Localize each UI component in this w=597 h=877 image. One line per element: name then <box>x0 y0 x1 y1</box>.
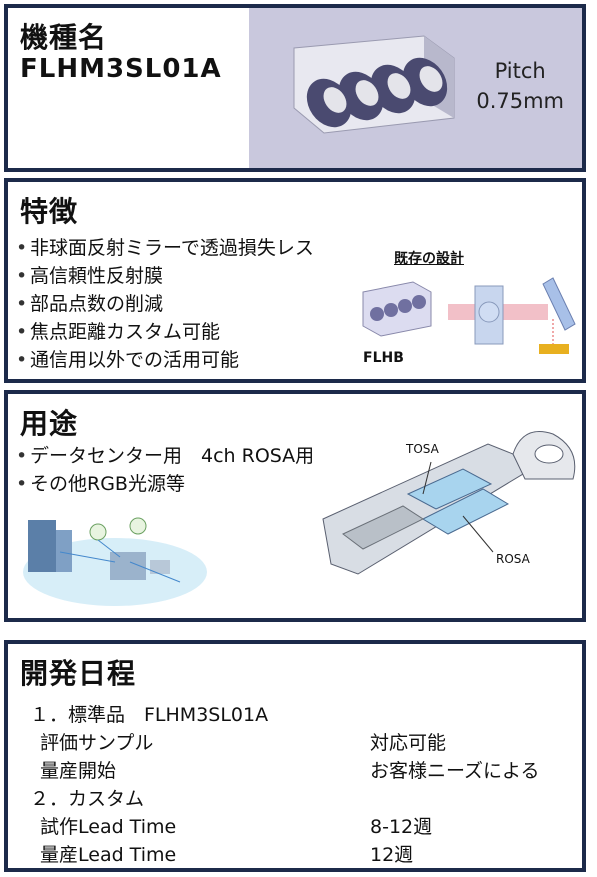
transceiver-module-image <box>322 431 576 575</box>
feature-item: 高信頼性反射膜 <box>16 262 314 290</box>
pitch-label: Pitch <box>494 59 546 83</box>
flhb-label: FLHB <box>363 350 404 366</box>
application-item: その他RGB光源等 <box>16 470 314 498</box>
product-photo: Pitch 0.75mm <box>249 8 582 168</box>
feature-item: 非球面反射ミラーで透過損失レス <box>16 234 314 262</box>
applications-list: データセンター用 4ch ROSA用 その他RGB光源等 <box>16 442 314 498</box>
schedule-heading: 開発日程 <box>20 657 137 690</box>
mass-lead-time-label: 量産Lead Time <box>40 844 177 866</box>
features-panel: 特徴 非球面反射ミラーで透過損失レス 高信頼性反射膜 部品点数の削減 焦点距離カ… <box>4 178 586 383</box>
pitch-spec: Pitch 0.75mm <box>476 56 564 116</box>
custom-item: ２．カスタム <box>30 788 145 810</box>
eval-sample-value: 対応可能 <box>370 732 447 754</box>
application-item: データセンター用 4ch ROSA用 <box>16 442 314 470</box>
datacenter-network-image <box>23 517 207 606</box>
features-list: 非球面反射ミラーで透過損失レス 高信頼性反射膜 部品点数の削減 焦点距離カスタム… <box>16 234 314 374</box>
tosa-label: TOSA <box>406 442 439 456</box>
trial-lead-time-label: 試作Lead Time <box>40 816 177 838</box>
product-name-heading: 機種名 <box>20 21 108 54</box>
rosa-label: ROSA <box>496 552 530 566</box>
product-name-panel: 機種名 FLHM3SL01A Pitch 0.75mm <box>4 4 586 172</box>
mass-production-value: お客様ニーズによる <box>370 760 540 782</box>
features-heading: 特徴 <box>20 195 79 228</box>
mass-lead-time-value: 12週 <box>370 844 414 866</box>
standard-item: １．標準品 FLHM3SL01A <box>30 704 269 726</box>
existing-design-label: 既存の設計 <box>394 251 464 267</box>
applications-panel: 用途 データセンター用 4ch ROSA用 その他RGB光源等 TOSA ROS… <box>4 390 586 622</box>
trial-lead-time-value: 8-12週 <box>370 816 433 838</box>
applications-heading: 用途 <box>20 407 79 440</box>
eval-sample-label: 評価サンプル <box>40 732 154 754</box>
existing-design-diagram <box>362 277 576 354</box>
mirror-array-image <box>293 35 455 134</box>
feature-item: 部品点数の削減 <box>16 290 314 318</box>
feature-item: 通信用以外での活用可能 <box>16 346 314 374</box>
pitch-value: 0.75mm <box>476 89 564 113</box>
feature-item: 焦点距離カスタム可能 <box>16 318 314 346</box>
model-number: FLHM3SL01A <box>20 54 222 84</box>
development-schedule-panel: 開発日程 １．標準品 FLHM3SL01A 評価サンプル 対応可能 量産開始 お… <box>4 640 586 872</box>
mass-production-label: 量産開始 <box>40 760 117 782</box>
